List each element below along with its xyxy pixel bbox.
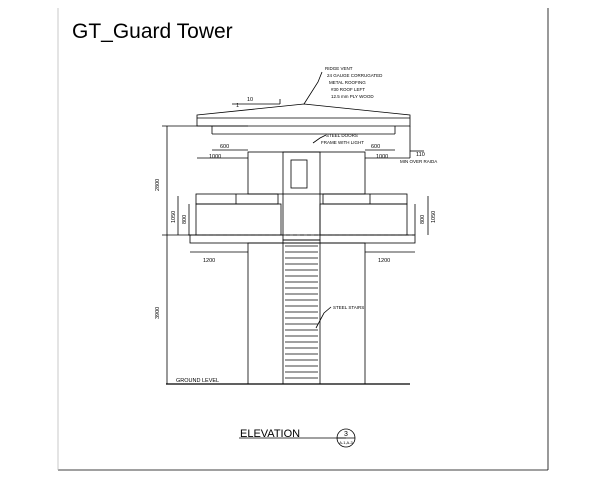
note-roofing-2: METAL ROOFING: [329, 80, 366, 85]
dim-600-right: 600: [371, 144, 380, 150]
deck-left: [195, 203, 282, 236]
leader-roof-notes: [303, 71, 323, 105]
note-door-1: STEEL DOORS: [326, 133, 358, 138]
callout-number: 3: [344, 431, 348, 438]
note-roofing-1: 24 GAUGE CORRUGATED: [327, 73, 383, 78]
door-window: [290, 159, 308, 189]
note-ridge-vent: RIDGE VENT: [325, 66, 353, 71]
deck-right: [319, 203, 408, 236]
leader-stairs-note: [315, 306, 332, 329]
note-door-2: FRAME WITH LIGHT: [321, 140, 364, 145]
floor-slab: [189, 234, 416, 244]
dim-3900: 3900: [155, 307, 161, 319]
callout-ref: A-1,A-3: [339, 440, 353, 445]
stair-treads: [285, 245, 318, 379]
railing-left: [195, 193, 279, 205]
elevation-label: ELEVATION: [240, 428, 300, 440]
dim-800-left: 800: [182, 215, 188, 224]
dim-600-left: 600: [220, 144, 229, 150]
dim-1050-left: 1050: [171, 211, 177, 223]
note-roofing-3: #30 ROOF LEFT: [331, 87, 365, 92]
dim-1200-left: 1200: [203, 258, 215, 264]
note-overhang: MIN OVER RAIDA: [400, 159, 437, 164]
leader-door-note: [312, 134, 327, 144]
note-stairs: STEEL STAIRS: [333, 305, 364, 310]
dim-1000-right: 1000: [376, 154, 388, 160]
slope-run-label: 1: [236, 103, 239, 109]
slope-rise-label: 10: [247, 97, 253, 103]
dim-1050-right: 1050: [431, 211, 437, 223]
note-roofing-4: 12.5 mm PLY WOOD: [331, 94, 374, 99]
dim-1200-right: 1200: [378, 258, 390, 264]
dim-800-right: 800: [420, 215, 426, 224]
roof-outline: [196, 103, 411, 127]
steel-door: [282, 151, 321, 241]
ground-level-label: GROUND LEVEL: [176, 378, 219, 384]
dim-110: 110: [416, 152, 425, 158]
railing-right: [322, 193, 408, 205]
dim-1000-left: 1000: [209, 154, 221, 160]
dim-2800: 2800: [155, 179, 161, 191]
sheet-title: GT_Guard Tower: [72, 20, 233, 43]
